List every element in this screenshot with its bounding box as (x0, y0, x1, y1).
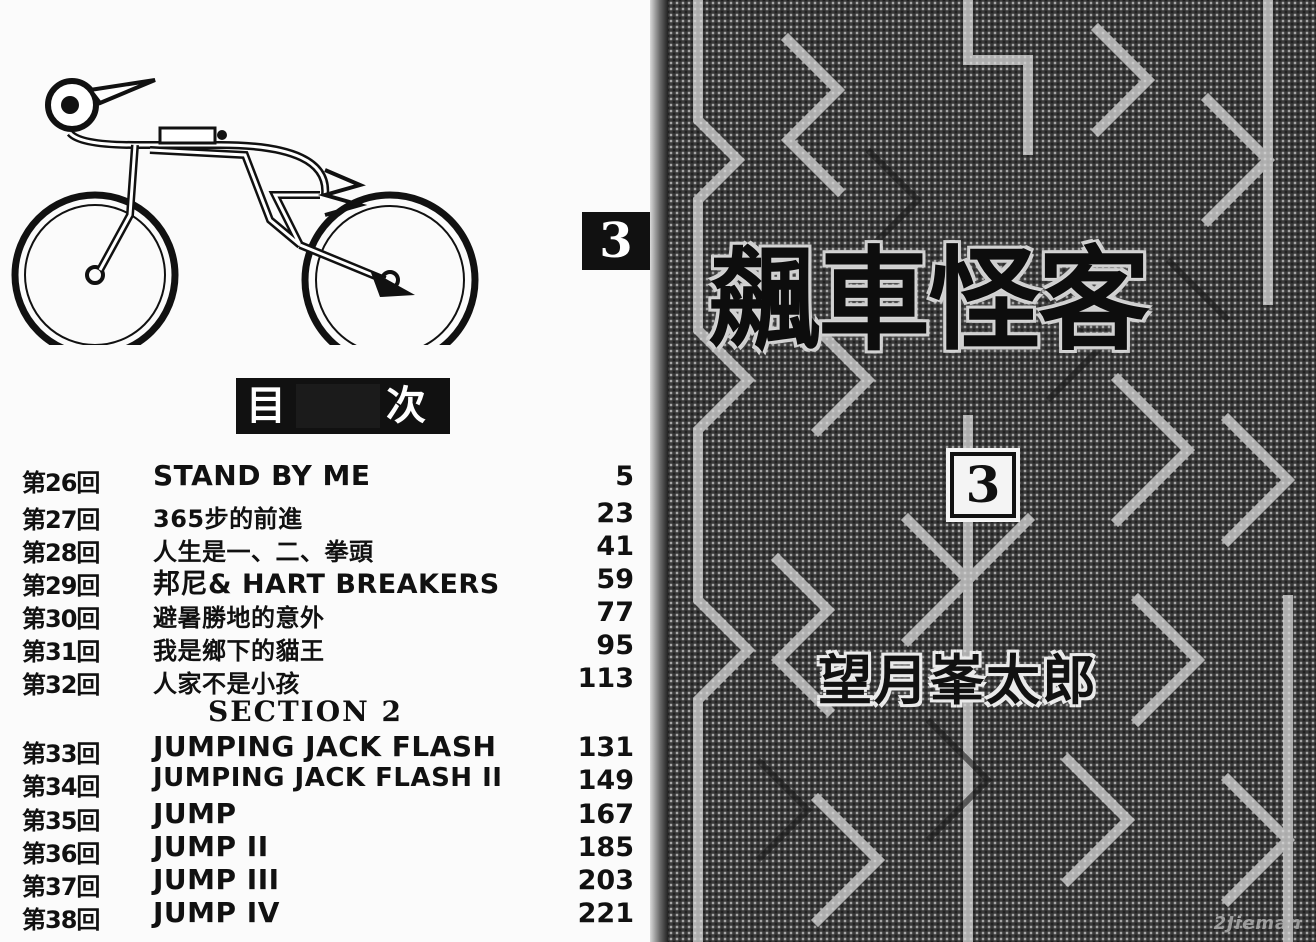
toc-page: 167 (577, 799, 634, 830)
toc-title: 我是鄉下的貓王 (153, 637, 325, 665)
toc-page: 5 (615, 461, 634, 492)
toc-chapter: 第27回 (22, 506, 100, 534)
contents-heading-left: 目 (246, 383, 286, 429)
toc-chapter: 第34回 (22, 773, 100, 801)
toc-entry: 第36回 JUMP II 185 (0, 830, 650, 868)
toc-title: STAND BY ME (153, 459, 371, 492)
toc-entry: 第37回 JUMP III 203 (0, 863, 650, 901)
cover-volume-number: 3 (946, 448, 1020, 522)
toc-entry: 第26回 STAND BY ME 5 (0, 459, 650, 497)
toc-entry: 第28回 人生是一、二、拳頭 41 (0, 529, 650, 567)
toc-chapter: 第30回 (22, 605, 100, 633)
zigzag-pattern-illustration (693, 0, 1296, 942)
cover-page: 飆車怪客 3 望月峯太郎 2Jieman (668, 0, 1316, 942)
volume-tab: 3 (582, 212, 650, 270)
toc-chapter: 第31回 (22, 638, 100, 666)
toc-title: 邦尼& HART BREAKERS (153, 569, 500, 600)
toc-page: 203 (577, 865, 634, 896)
toc-chapter: 第33回 (22, 740, 100, 768)
toc-title: 避暑勝地的意外 (153, 604, 325, 632)
toc-title: JUMP (153, 797, 237, 830)
toc-page: 113 (577, 663, 634, 694)
toc-page: 221 (577, 898, 634, 929)
toc-title: JUMPING JACK FLASH II (153, 763, 503, 793)
section-label: SECTION 2 (208, 695, 403, 728)
book-gutter (650, 0, 668, 942)
bicycle-rider-illustration (11, 78, 479, 345)
toc-page: 149 (577, 765, 634, 796)
contents-heading: 目 次 (236, 378, 450, 434)
toc-chapter: 第32回 (22, 671, 100, 699)
toc-chapter: 第28回 (22, 539, 100, 567)
toc-entry: 第30回 避暑勝地的意外 77 (0, 595, 650, 633)
toc-chapter: 第29回 (22, 572, 100, 600)
toc-entry: 第35回 JUMP 167 (0, 797, 650, 835)
toc-entry: 第38回 JUMP IV 221 (0, 896, 650, 934)
toc-entry: 第33回 JUMPING JACK FLASH 131 (0, 730, 650, 768)
toc-chapter: 第37回 (22, 873, 100, 901)
watermark: 2Jieman (1213, 913, 1302, 934)
cover-title: 飆車怪客 (708, 235, 1150, 366)
toc-entry: 第29回 邦尼& HART BREAKERS 59 (0, 562, 650, 600)
toc-title: JUMP III (153, 863, 280, 896)
toc-title: 人家不是小孩 (153, 670, 300, 698)
contents-page: 目 次 3 第26回 STAND BY ME 5 第27回 365步的前進 23… (0, 0, 650, 942)
toc-title: JUMPING JACK FLASH (153, 730, 497, 763)
toc-page: 59 (596, 564, 634, 595)
cover-author: 望月峯太郎 (818, 649, 1098, 712)
toc-page: 77 (596, 597, 634, 628)
toc-page: 41 (596, 531, 634, 562)
toc-page: 23 (596, 498, 634, 529)
toc-chapter: 第26回 (22, 469, 100, 497)
toc-chapter: 第35回 (22, 807, 100, 835)
toc-page: 95 (596, 630, 634, 661)
toc-entry: 第32回 人家不是小孩 113 (0, 661, 650, 699)
toc-entry: 第31回 我是鄉下的貓王 95 (0, 628, 650, 666)
toc-entry: 第34回 JUMPING JACK FLASH II 149 (0, 763, 650, 801)
toc-page: 131 (577, 732, 634, 763)
toc-title: 365步的前進 (153, 505, 303, 533)
toc-title: JUMP IV (153, 896, 280, 929)
toc-chapter: 第38回 (22, 906, 100, 934)
contents-heading-right: 次 (386, 383, 426, 429)
toc-title: 人生是一、二、拳頭 (153, 538, 374, 566)
toc-title: JUMP II (153, 830, 269, 863)
toc-page: 185 (577, 832, 634, 863)
toc-entry: 第27回 365步的前進 23 (0, 496, 650, 534)
toc-chapter: 第36回 (22, 840, 100, 868)
